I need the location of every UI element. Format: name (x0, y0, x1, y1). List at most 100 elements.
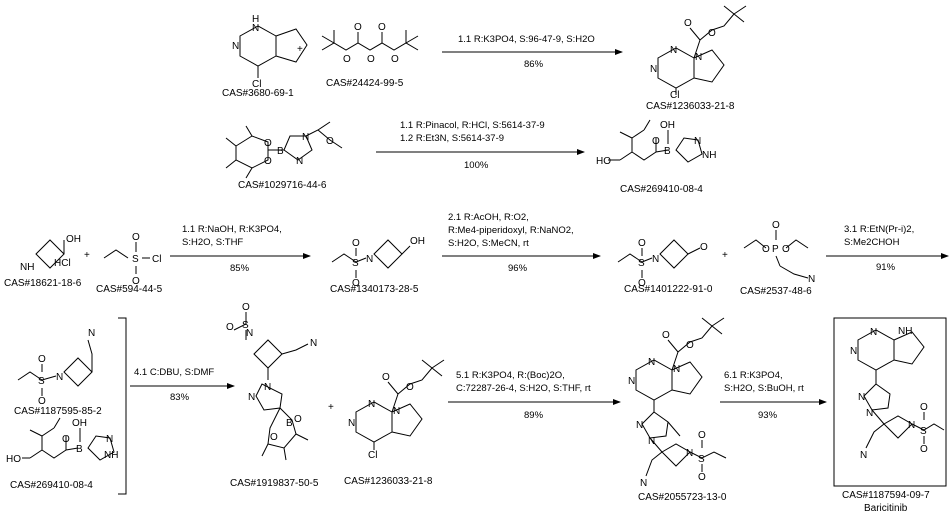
atom-n-label: N (88, 328, 95, 339)
step-2-conditions-line2: 1.2 R:Et3N, S:5614-37-9 (400, 133, 504, 144)
atom-n-label: N (628, 376, 635, 387)
atom-o-label: O (920, 402, 928, 413)
atom-n-label: N (908, 420, 915, 431)
compound-11-structure: N N S O O (17, 328, 95, 407)
atom-b-label: B (664, 146, 671, 157)
step-1-yield: 86% (524, 59, 544, 70)
step-6-yield: 83% (170, 392, 190, 403)
compound-9-structure: N S O O O (617, 238, 708, 289)
atom-n-label: N (252, 23, 259, 34)
atom-oh-label: OH (660, 120, 675, 131)
step-5-yield: 91% (876, 262, 896, 273)
atom-s-label: S (920, 426, 927, 437)
step-3-yield: 85% (230, 263, 250, 274)
plus-sign: + (328, 402, 334, 413)
compound-1-cas: CAS#3680-69-1 (222, 88, 294, 99)
atom-ho-label: HO (6, 454, 21, 465)
step-1-conditions: 1.1 R:K3PO4, S:96-47-9, S:H2O (458, 34, 595, 45)
step-7-conditions-line2: C:72287-26-4, S:H2O, S:THF, rt (456, 383, 591, 394)
compound-12-cas: CAS#269410-08-4 (10, 480, 93, 491)
atom-o-label: O (698, 472, 706, 483)
compound-9-cas: CAS#1401222-91-0 (624, 284, 713, 295)
atom-n-label: N (866, 408, 873, 419)
compound-8-cas: CAS#1340173-28-5 (330, 284, 419, 295)
compound-5-cas: CAS#269410-08-4 (620, 184, 703, 195)
step-2-conditions-line1: 1.1 R:Pinacol, R:HCl, S:5614-37-9 (400, 120, 545, 131)
atom-s-label: S (638, 258, 645, 269)
atom-o-label: O (354, 22, 362, 33)
step-4-conditions-line3: S:H2O, S:MeCN, rt (448, 238, 529, 249)
atom-oh-label: OH (66, 234, 81, 245)
compound-3-structure: N N N O O Cl (650, 5, 747, 101)
atom-n-label: N (296, 156, 303, 167)
atom-n-label: N (248, 392, 255, 403)
atom-o-label: O (638, 238, 646, 249)
atom-n-label: N (636, 420, 643, 431)
atom-o-label: O (326, 136, 334, 147)
atom-o-label: O (343, 54, 351, 65)
step-7-yield: 89% (524, 410, 544, 421)
atom-s-label: S (132, 254, 139, 265)
step-2-yield: 100% (464, 160, 489, 171)
step-4-yield: 96% (508, 263, 528, 274)
atom-o-label: O (762, 244, 770, 255)
step-5-conditions-line2: S:Me2CHOH (844, 237, 900, 248)
compound-10-structure: P O O O N (743, 220, 815, 285)
compound-16-cas: CAS#1187594-09-7 (842, 490, 930, 501)
atom-cl-label: Cl (252, 79, 261, 90)
atom-nh-label: H (252, 14, 259, 25)
atom-n-label: N (695, 52, 702, 63)
atom-ho-label: HO (596, 156, 611, 167)
atom-n-label: N (368, 399, 375, 410)
atom-n-label: N (310, 338, 317, 349)
atom-o-label: O (684, 18, 692, 29)
atom-s-label: S (698, 454, 705, 465)
atom-n-label: N (348, 418, 355, 429)
atom-nh-label: NH (104, 450, 118, 461)
atom-n-label: N (870, 327, 877, 338)
atom-oh-label: OH (410, 236, 425, 247)
atom-o-label: O (662, 330, 670, 341)
atom-n-label: N (686, 448, 693, 459)
atom-n-label: N (670, 45, 677, 56)
compound-15-structure: N N N O O N N N S O O N (628, 317, 727, 489)
atom-oh-label: OH (72, 418, 87, 429)
atom-s-label: S (38, 376, 45, 387)
atom-n-label: N (850, 346, 857, 357)
atom-n-label: N (694, 136, 701, 147)
atom-o-label: O (264, 138, 272, 149)
atom-o-label: O (352, 238, 360, 249)
atom-o-label: O (352, 278, 360, 289)
atom-n-label: N (264, 382, 271, 393)
compound-7-structure: S O O Cl (103, 232, 161, 287)
atom-o-label: O (382, 372, 390, 383)
atom-n-label: N (652, 254, 659, 265)
atom-n-label: N (673, 364, 680, 375)
step-4-conditions-line1: 2.1 R:AcOH, R:O2, (448, 212, 529, 223)
compound-15-cas: CAS#2055723-13-0 (638, 492, 727, 503)
step-8-conditions-line1: 6.1 R:K3PO4, (724, 370, 783, 381)
atom-o-label: O (62, 434, 70, 445)
compound-14-cas: CAS#1236033-21-8 (344, 476, 433, 487)
atom-cl-label: Cl (670, 90, 679, 101)
atom-o-label: O (406, 382, 414, 393)
product-highlight-box (833, 317, 947, 487)
compound-6-cas: CAS#18621-18-6 (4, 278, 82, 289)
compound-13-cas: CAS#1919837-50-5 (230, 478, 319, 489)
atom-nh-label: NH (702, 150, 716, 161)
step-8-conditions-line2: S:H2O, S:BuOH, rt (724, 383, 804, 394)
atom-o-label: O (38, 354, 46, 365)
atom-b-label: B (277, 146, 284, 157)
atom-o-label: O (698, 430, 706, 441)
atom-n-label: N (232, 41, 239, 52)
atom-o-label: O (708, 28, 716, 39)
atom-nh-label: NH (20, 262, 34, 273)
atom-n-label: N (56, 372, 63, 383)
atom-o-label: O (772, 220, 780, 231)
atom-o-label: O (700, 242, 708, 253)
hcl-label: HCl (54, 258, 71, 269)
atom-nh-label: NH (898, 326, 912, 337)
atom-n-label: N (393, 406, 400, 417)
atom-o-label: O (920, 444, 928, 455)
